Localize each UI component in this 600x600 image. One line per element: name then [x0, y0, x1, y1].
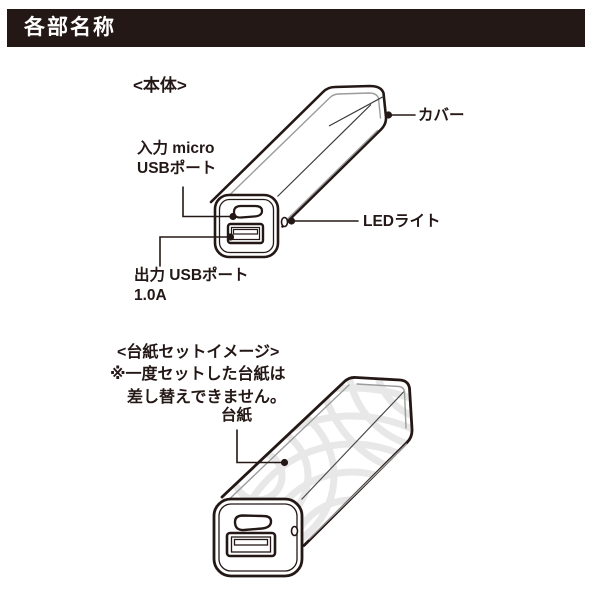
mount-label: 台紙 [221, 407, 253, 424]
leader-line-input-port [182, 186, 231, 218]
body-outline [209, 84, 388, 228]
output-port-label: 出力 USBポート 1.0A [134, 266, 249, 306]
mount-body-ridge-line [301, 391, 405, 500]
leader-dot-mount [280, 458, 289, 467]
led-light [280, 216, 289, 228]
leader-dot-cover [384, 111, 393, 119]
body-inner-edges [226, 92, 382, 221]
input-port-label-line2: USBポート [137, 160, 217, 177]
leader-line-output-port [159, 236, 228, 267]
mount-body-outline [220, 376, 414, 547]
mount-led-light [290, 525, 299, 537]
input-port-label: 入力 micro USBポート [137, 139, 216, 179]
leader-dot-output-port [226, 233, 235, 241]
body-fill [211, 86, 387, 227]
page-title-bar: 各部名称 [7, 9, 585, 47]
mount-note-line2: 差し替えできません。 [127, 389, 287, 406]
mount-note-line1: ※一度セットした台紙は [110, 366, 286, 383]
mount-front-face-inner-line [218, 503, 298, 572]
leader-dot-input-port [229, 212, 237, 221]
mount-micro-usb-port [233, 514, 273, 532]
output-port-label-line2: 1.0A [134, 287, 167, 304]
usb-a-port [226, 222, 265, 245]
cover-cap-edge-line [328, 95, 384, 127]
led-label: LEDライト [363, 213, 441, 230]
mount-usb-a-port [225, 531, 277, 558]
cover-label: カバー [418, 107, 465, 124]
leader-dot-led [287, 217, 296, 225]
front-face-inner-line [218, 198, 275, 254]
leader-lines [159, 111, 416, 467]
leader-line-mount [236, 429, 283, 464]
section-heading-body: <本体> [133, 76, 187, 95]
body-ridge-line [277, 104, 372, 197]
section-heading-mount: <台紙セットイメージ> [117, 344, 280, 361]
device-main-illustration [209, 84, 388, 259]
page-title: 各部名称 [24, 16, 116, 39]
input-port-label-line1: 入力 micro [137, 140, 215, 157]
mount-body-inner-edges [229, 383, 408, 540]
output-port-label-line1: 出力 USBポート [134, 267, 249, 284]
micro-usb-port [232, 204, 264, 219]
